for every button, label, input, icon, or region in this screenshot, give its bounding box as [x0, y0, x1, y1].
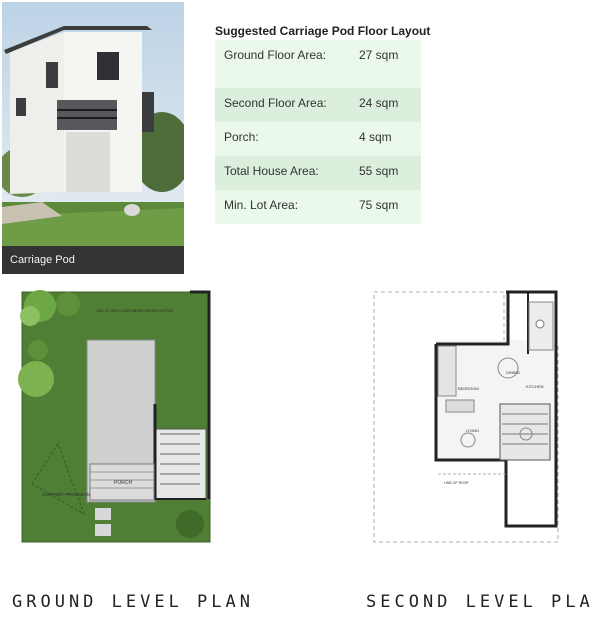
row-label: Min. Lot Area:	[215, 190, 355, 224]
table-row: Porch: 4 sqm	[215, 122, 421, 156]
row-value: 55 sqm	[355, 156, 421, 190]
row-value: 4 sqm	[355, 122, 421, 156]
table-row: Ground Floor Area: 27 sqm	[215, 40, 421, 88]
house-photo	[2, 2, 184, 246]
porch-note: PORCH	[114, 480, 132, 486]
row-label: Ground Floor Area:	[215, 40, 355, 88]
row-label: Porch:	[215, 122, 355, 156]
house-photo-card[interactable]: Carriage Pod	[2, 2, 184, 274]
row-value: 24 sqm	[355, 88, 421, 122]
row-value: 75 sqm	[355, 190, 421, 224]
dining-label: DINING	[506, 370, 520, 375]
kitchen-label: KITCHEN	[526, 384, 544, 389]
row-label: Total House Area:	[215, 156, 355, 190]
layout-title: Suggested Carriage Pod Floor Layout	[215, 24, 431, 38]
ground-plan-label: GROUND LEVEL PLAN	[12, 592, 254, 612]
line-above-note: LINE OF 2ND FLOOR ABOVE SHOWN DOTTED	[96, 309, 174, 313]
second-plan-label: SECOND LEVEL PLAN	[366, 592, 590, 612]
floor-area-table: Ground Floor Area: 27 sqm Second Floor A…	[215, 40, 421, 224]
living-label: LIVING	[466, 428, 479, 433]
row-label: Second Floor Area:	[215, 88, 355, 122]
roof-note: LINE OF ROOF	[444, 481, 469, 485]
photo-caption: Carriage Pod	[2, 246, 184, 274]
row-value: 27 sqm	[355, 40, 421, 88]
ground-level-plan: PORCH CARPORT PROVISION LINE OF 2ND FLOO…	[18, 290, 211, 543]
table-row: Min. Lot Area: 75 sqm	[215, 190, 421, 224]
carport-note: CARPORT PROVISION	[42, 492, 90, 497]
table-row: Total House Area: 55 sqm	[215, 156, 421, 190]
second-level-plan: DINING BEDROOM KITCHEN LIVING LINE OF RO…	[373, 290, 559, 543]
table-row: Second Floor Area: 24 sqm	[215, 88, 421, 122]
bedroom-label: BEDROOM	[458, 386, 479, 391]
